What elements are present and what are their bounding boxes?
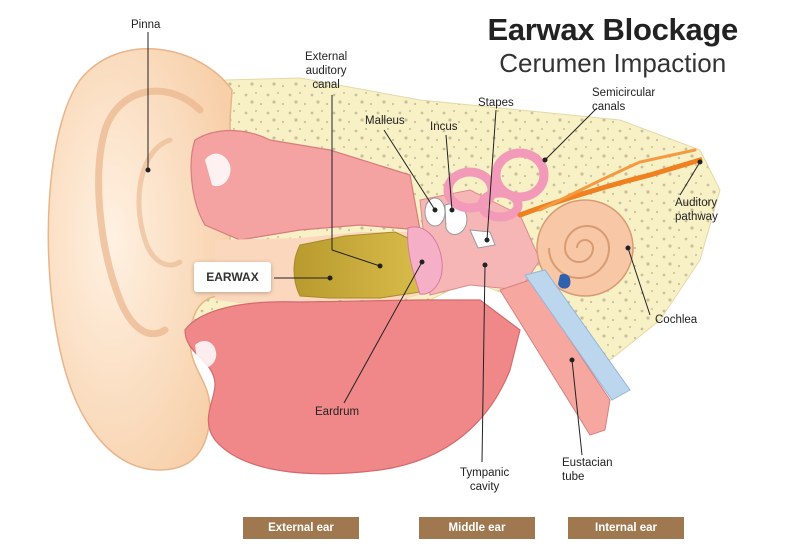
auditory-nerve-shape bbox=[517, 157, 703, 218]
pinna-antihelix bbox=[136, 137, 183, 268]
diagram-title-block: Earwax Blockage Cerumen Impaction bbox=[487, 12, 738, 79]
label-auditory-pathway: Auditory pathway bbox=[675, 197, 718, 223]
label-semicircular-canals: Semicircular canals bbox=[592, 87, 656, 113]
leader-lines bbox=[145, 32, 703, 463]
canal-tissue-lower-highlight bbox=[195, 340, 217, 369]
stapes-shape bbox=[469, 229, 496, 249]
label-eustachian-tube: Eustacian tube bbox=[562, 457, 613, 483]
semicircular-canals-shape bbox=[443, 148, 549, 222]
eustachian-tube-blue bbox=[524, 269, 631, 401]
label-pinna: Pinna bbox=[131, 19, 161, 31]
section-middle-ear: Middle ear bbox=[419, 517, 535, 539]
section-external-ear: External ear bbox=[243, 517, 359, 539]
eardrum-shape bbox=[407, 226, 443, 295]
label-incus: Incus bbox=[430, 121, 458, 133]
cochlea-window bbox=[558, 274, 571, 289]
canal-tissue-upper bbox=[190, 130, 421, 241]
eustachian-tube-shape bbox=[499, 279, 611, 436]
section-internal-ear: Internal ear bbox=[568, 517, 684, 539]
diagram-subtitle: Cerumen Impaction bbox=[499, 48, 727, 78]
label-cochlea: Cochlea bbox=[655, 314, 698, 326]
label-malleus: Malleus bbox=[365, 115, 405, 127]
label-stapes: Stapes bbox=[478, 97, 514, 109]
label-tympanic-cavity: Tympanic cavity bbox=[460, 467, 510, 493]
cochlea-shape bbox=[536, 199, 634, 297]
label-eardrum: Eardrum bbox=[315, 406, 360, 418]
label-external-auditory-canal: External auditory canal bbox=[305, 51, 348, 91]
canal-tissue-upper-highlight bbox=[205, 153, 231, 187]
pinna-shape bbox=[47, 48, 233, 471]
diagram-title: Earwax Blockage bbox=[487, 12, 738, 47]
earwax-label-box: EARWAX bbox=[194, 262, 271, 292]
auditory-nerve-branch bbox=[538, 148, 697, 212]
